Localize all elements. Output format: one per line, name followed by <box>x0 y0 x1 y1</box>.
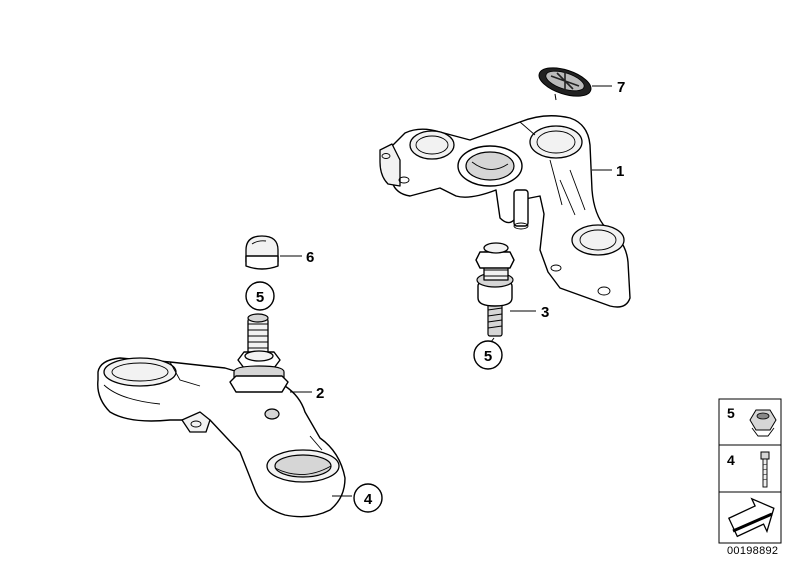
legend-box: 5 4 <box>718 398 782 544</box>
part-6-cap-nut[interactable] <box>245 235 279 270</box>
callout-7: 7 <box>592 79 625 96</box>
part-3-steering-stem-bolt[interactable] <box>475 242 515 337</box>
callout-5-upper: 5 <box>473 337 503 370</box>
callout-3-label: 3 <box>541 304 549 321</box>
nut-icon <box>749 409 777 437</box>
part-7-emblem-badge[interactable] <box>536 62 595 102</box>
callout-3: 3 <box>510 304 549 321</box>
part-2-lower-fork-bridge[interactable] <box>97 313 346 518</box>
callout-2-label: 2 <box>316 385 324 402</box>
callout-5-lower: 5 <box>245 281 275 311</box>
arrow-icon <box>727 497 775 538</box>
callout-7-label: 7 <box>617 79 625 96</box>
callout-2: 2 <box>290 385 324 402</box>
part-1-upper-fork-bridge[interactable] <box>379 115 631 308</box>
callout-1-label: 1 <box>616 163 624 180</box>
callout-6: 6 <box>280 249 314 266</box>
legend-row1-number: 5 <box>727 405 735 421</box>
callout-4: 4 <box>332 483 383 513</box>
callout-5-lower-label: 5 <box>256 289 264 306</box>
bolt-icon <box>760 451 770 488</box>
legend-row2-number: 4 <box>727 452 735 468</box>
callout-1: 1 <box>592 163 624 180</box>
callout-5-upper-label: 5 <box>484 348 492 365</box>
callout-4-label: 4 <box>364 491 373 508</box>
callout-6-label: 6 <box>306 249 314 266</box>
document-number: 00198892 <box>727 545 778 557</box>
